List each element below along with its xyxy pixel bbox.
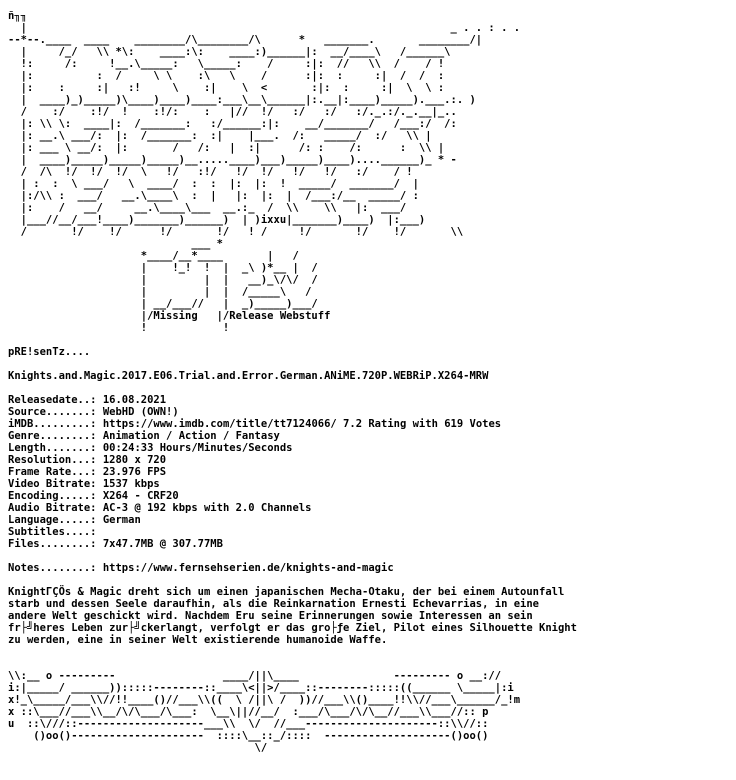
- info-row-imdb: iMDB.........: https://www.imdb.com/titl…: [8, 418, 577, 430]
- art-line: | ____)_)_____)\____)____)____:___\__\__…: [8, 94, 483, 106]
- art-line: |:/\\ : ___/ __.\____\ : | |: |: | /___:…: [8, 190, 419, 202]
- info-label: Length.......:: [8, 442, 97, 454]
- info-row-files: Files........: 7x47.7MB @ 307.77MB: [8, 538, 577, 550]
- info-label: iMDB.........:: [8, 418, 97, 430]
- info-row-releasedate: Releasedate..: 16.08.2021: [8, 394, 577, 406]
- info-value: X264 - CRF20: [102, 490, 179, 502]
- art-line: |: : / \ \ :\ \ / :|: : :| / / :: [8, 70, 457, 82]
- presents-line: pRE!senTz....: [8, 346, 91, 358]
- info-label: Language.....:: [8, 514, 97, 526]
- description-line: KnightΓÇÖs & Magic dreht sich um einen j…: [8, 586, 565, 598]
- info-value: Animation / Action / Fantasy: [102, 430, 280, 442]
- info-label: Files........:: [8, 538, 97, 550]
- art-line: |/Missing |/Release Webstuff: [8, 310, 331, 322]
- art-line: *____/__*____ | /: [8, 250, 299, 262]
- art-line: ___ *: [8, 238, 223, 250]
- description-line: starb und dessen Seele daraufhin, als di…: [8, 598, 540, 610]
- art-line: | : : \ ___/ \ ____/ : : |: |: ! _____/ …: [8, 178, 419, 190]
- art-line: / /\ !/ !/ !/ \ !/ :!/ !/ !/ !/ !/ :/ / …: [8, 166, 413, 178]
- description-line: zu werden, eine in seiner Welt existiere…: [8, 634, 388, 646]
- art-line: |: __.\ ___/: |: /_______: :| |___. /: _…: [8, 130, 432, 142]
- info-value: https://www.imdb.com/title/tt7124066/ 7.…: [102, 418, 502, 430]
- description-paragraph: KnightΓÇÖs & Magic dreht sich um einen j…: [8, 586, 577, 646]
- info-label: Video Bitrate:: [8, 478, 97, 490]
- art-line: \\:__ o --------- ____/||\____ ---------…: [8, 670, 502, 682]
- info-label: Subtitles....:: [8, 526, 97, 538]
- art-line: ñ╖╖: [8, 10, 27, 22]
- info-row-subtitles: Subtitles....:: [8, 526, 577, 538]
- info-value: 23.976 FPS: [102, 466, 167, 478]
- info-row-audio-bitrate: Audio Bitrate: AC-3 @ 192 kbps with 2.0 …: [8, 502, 577, 514]
- art-line: | ____)_____)_____)_____)__.....____)___…: [8, 154, 457, 166]
- info-label: Audio Bitrate:: [8, 502, 97, 514]
- art-line: | /_/ \\ *\: ____:\: ____:)______|: __/_…: [8, 46, 451, 58]
- info-value: 7x47.7MB @ 307.77MB: [102, 538, 223, 550]
- header-ascii-art: ñ╖╖ | _ . . : . .--*--.____ ____ _______…: [8, 10, 577, 334]
- art-line: | _ . . : . .: [8, 22, 521, 34]
- info-row-video-bitrate: Video Bitrate: 1537 kbps: [8, 478, 577, 490]
- info-row-resolution: Resolution...: 1280 x 720: [8, 454, 577, 466]
- info-value: WebHD (OWN!): [102, 406, 179, 418]
- notes-label: Notes........:: [8, 562, 97, 574]
- info-row-length: Length.......: 00:24:33 Hours/Minutes/Se…: [8, 442, 577, 454]
- description-line: andere Welt geschickt wird. Nachdem Eru …: [8, 610, 533, 622]
- art-line: x ::\___//___\\__/\/\___/\___: \__\||//_…: [8, 706, 489, 718]
- info-value: German: [102, 514, 141, 526]
- art-line: |: \\ \: ____|: /_______: :/______:|: __…: [8, 118, 457, 130]
- art-line: ! !: [8, 322, 230, 334]
- info-value: 00:24:33 Hours/Minutes/Seconds: [102, 442, 293, 454]
- info-value: 1537 kbps: [102, 478, 160, 490]
- info-row-encoding: Encoding.....: X264 - CRF20: [8, 490, 577, 502]
- info-label: Resolution...:: [8, 454, 97, 466]
- footer-ascii-art: \\:__ o --------- ____/||\____ ---------…: [8, 670, 577, 754]
- info-value: 1280 x 720: [102, 454, 167, 466]
- notes-row: Notes........: https://www.fernsehserien…: [8, 562, 577, 574]
- art-line: x!_\_____/___\\//!!____()//___\\(( \ /||…: [8, 694, 521, 706]
- info-label: Releasedate..:: [8, 394, 97, 406]
- art-line: | __/___// | _)_____)___/: [8, 298, 318, 310]
- info-row-language: Language.....: German: [8, 514, 577, 526]
- info-label: Source.......:: [8, 406, 97, 418]
- art-line: |___//__/___!____)_______)______) | )ixx…: [8, 214, 426, 226]
- art-line: / !/ !/ !/ !/ ! / !/ !/ !/ \\: [8, 226, 464, 238]
- art-line: !: /: !__.\_____: \_____: / :|: // \\ / …: [8, 58, 451, 70]
- art-line: u ::\///::--------------------___\\ \/ /…: [8, 718, 489, 730]
- description-line: fr├╝heres Leben zur├╝ckerlangt, verfolgt…: [8, 622, 577, 634]
- art-line: ()oo()--------------------- ::::\__::_/:…: [8, 730, 489, 742]
- art-line: |: : :| :! \ :| \ < :|: : :| \ \ :: [8, 82, 457, 94]
- info-label: Frame Rate...:: [8, 466, 97, 478]
- info-row-genre: Genre........: Animation / Action / Fant…: [8, 430, 577, 442]
- release-title: Knights.and.Magic.2017.E06.Trial.and.Err…: [8, 370, 489, 382]
- art-line: / :/ :!/ ! :!/: : |// !/ :/ :/ :/._.:/._…: [8, 106, 457, 118]
- info-value: AC-3 @ 192 kbps with 2.0 Channels: [102, 502, 312, 514]
- art-line: --*--.____ ____ ________/\________/\ * _…: [8, 34, 483, 46]
- info-row-source: Source.......: WebHD (OWN!): [8, 406, 577, 418]
- art-line: i:|_____/ ______)):::::--------::____\<|…: [8, 682, 514, 694]
- notes-link: https://www.fernsehserien.de/knights-and…: [102, 562, 394, 574]
- info-label: Genre........:: [8, 430, 97, 442]
- art-line: | | | /_____\ /: [8, 286, 312, 298]
- info-value: 16.08.2021: [102, 394, 167, 406]
- art-line: | | | __)_\/\/ /: [8, 274, 318, 286]
- nfo-document: ñ╖╖ | _ . . : . .--*--.____ ____ _______…: [8, 10, 577, 754]
- art-line: |: ___ \ __/: |: / /: | :| /: : /: : \\ …: [8, 142, 445, 154]
- art-line: \/: [8, 742, 268, 754]
- art-line: | !_! ! | _\ )*__ | /: [8, 262, 318, 274]
- info-row-frame-rate: Frame Rate...: 23.976 FPS: [8, 466, 577, 478]
- art-line: |: / __/ __.\____\___ __.:_ / \\ \\ |: _…: [8, 202, 407, 214]
- info-label: Encoding.....:: [8, 490, 97, 502]
